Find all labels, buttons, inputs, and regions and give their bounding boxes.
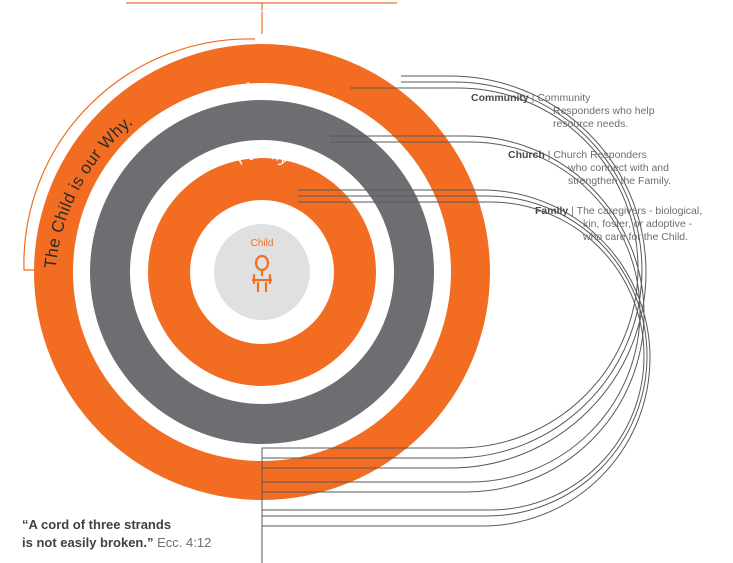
legend-community: Community | Community Responders who hel… — [471, 92, 691, 131]
community-label: Community — [215, 6, 305, 36]
legend-description: resource needs. — [553, 118, 629, 131]
legend-description: who connect with and — [568, 162, 669, 175]
legend-term: Church — [508, 149, 545, 161]
legend-church: Church | Church Responders who connect w… — [508, 149, 728, 188]
outer-connector-1 — [262, 75, 647, 469]
legend-family: Family | The caregivers - biological, ki… — [535, 205, 733, 244]
legend-separator: | — [571, 205, 577, 217]
outer-connector-2 — [262, 81, 643, 459]
legend-term: Family — [535, 205, 569, 217]
legend-description: kin, foster, or adoptive - — [583, 218, 693, 231]
top-bracket — [126, 2, 397, 34]
legend-description: who care for the Child. — [583, 231, 689, 244]
outer-connector-5 — [262, 201, 645, 511]
legend-description: Church Responders — [553, 149, 647, 161]
legend-separator: | — [547, 149, 554, 161]
scripture-quote: “A cord of three strands is not easily b… — [22, 516, 211, 553]
legend-description: The caregivers - biological, — [576, 205, 703, 217]
child-label: Child — [251, 238, 274, 249]
legend-description: strengthen the Family. — [568, 175, 672, 188]
quote-line-1: “A cord of three strands — [22, 517, 172, 532]
legend-description: Community — [537, 92, 591, 104]
church-connector — [261, 141, 641, 563]
legend-description: Responders who help — [553, 105, 655, 118]
quote-line-2: is not easily broken.” — [22, 535, 154, 551]
outer-connector-4 — [262, 189, 651, 527]
community-connector — [261, 87, 639, 563]
legend-separator: | — [531, 92, 538, 104]
connector-lines — [261, 75, 651, 563]
quote-reference: Ecc. 4:12 — [157, 535, 212, 551]
left-bracket — [23, 38, 256, 271]
family-connector — [261, 195, 648, 563]
legend-term: Community — [471, 92, 529, 104]
child-figure-icon — [251, 254, 273, 293]
